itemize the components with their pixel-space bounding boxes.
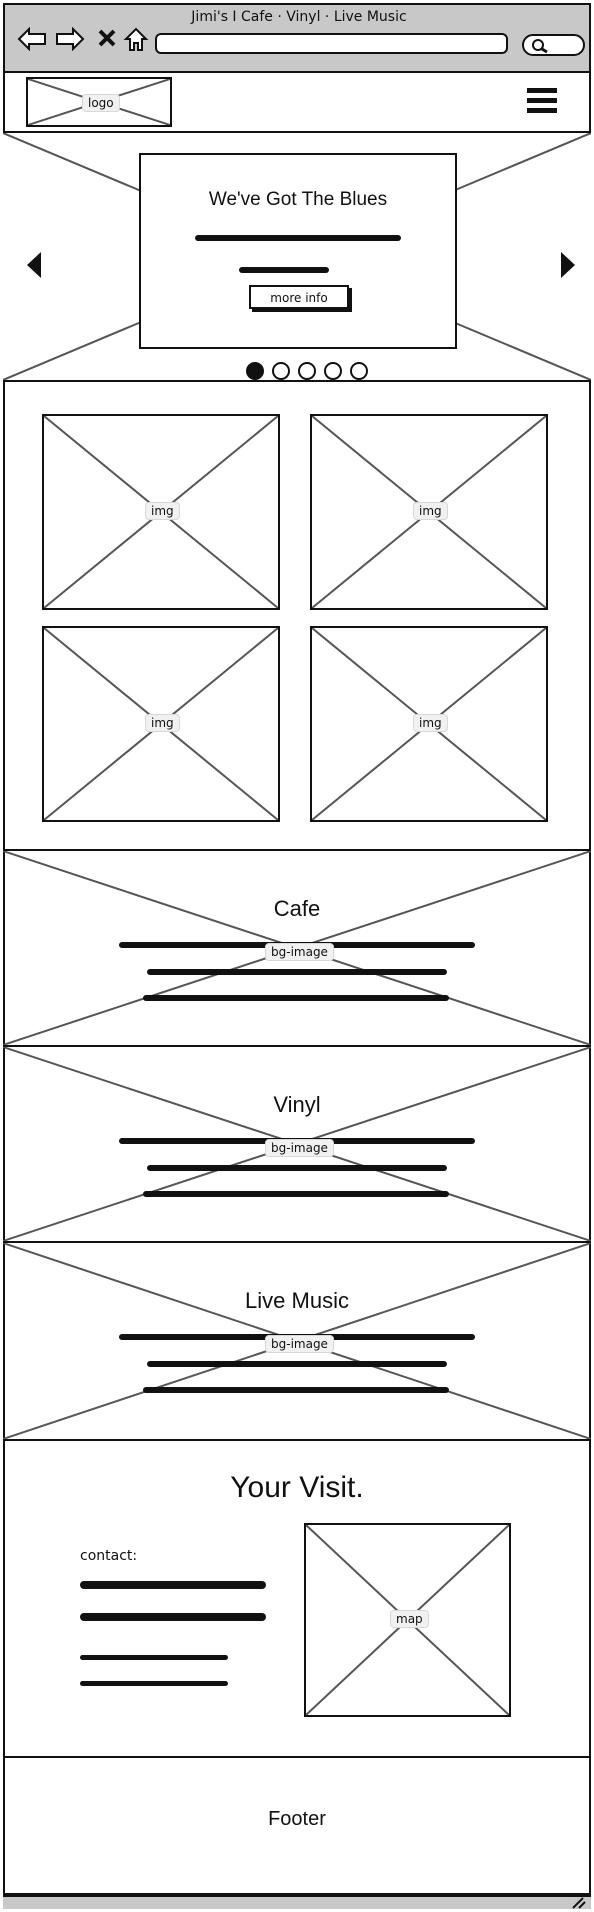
text-placeholder xyxy=(80,1613,266,1621)
carousel-dot[interactable] xyxy=(246,362,264,380)
footer-label: Footer xyxy=(268,1808,326,1830)
bg-image-label: bg-image xyxy=(265,943,334,961)
image-label: img xyxy=(413,502,448,520)
text-placeholder xyxy=(143,1387,449,1393)
text-placeholder xyxy=(195,235,401,241)
text-placeholder xyxy=(147,969,447,975)
text-placeholder xyxy=(143,995,449,1001)
section-title: Vinyl xyxy=(273,1092,321,1117)
carousel-dot[interactable] xyxy=(324,362,342,380)
map-label: map xyxy=(390,1610,429,1628)
address-bar[interactable] xyxy=(155,33,508,54)
close-icon[interactable] xyxy=(97,28,117,52)
home-icon[interactable] xyxy=(123,27,149,57)
carousel-heading: We've Got The Blues xyxy=(208,189,388,210)
section-title: Live Music xyxy=(245,1288,349,1313)
visit-title: Your Visit. xyxy=(230,1471,364,1504)
text-placeholder xyxy=(147,1361,447,1367)
carousel-dot[interactable] xyxy=(298,362,316,380)
page-frame xyxy=(3,73,591,1895)
browser-toolbar: Jimi's I Cafe · Vinyl · Live Music xyxy=(3,3,591,73)
visit-section: Your Visit. contact: map xyxy=(3,1441,591,1758)
section-live-music: Live Music bg-image xyxy=(3,1243,591,1441)
carousel-dot[interactable] xyxy=(272,362,290,380)
contact-label: contact: xyxy=(80,1548,138,1564)
window-title: Jimi's I Cafe · Vinyl · Live Music xyxy=(191,9,407,25)
logo-label: logo xyxy=(82,94,120,112)
browser-search[interactable] xyxy=(522,34,585,56)
more-info-button[interactable]: more info xyxy=(249,285,349,309)
status-bar xyxy=(3,1895,591,1909)
text-placeholder xyxy=(239,267,329,273)
footer: Footer xyxy=(3,1758,591,1895)
image-label: img xyxy=(413,714,448,732)
logo[interactable]: logo xyxy=(26,77,172,127)
resize-handle-icon[interactable] xyxy=(571,1897,587,1909)
forward-icon[interactable] xyxy=(55,26,85,55)
hero-carousel: We've Got The Blues more info xyxy=(3,133,591,382)
section-title: Cafe xyxy=(273,896,321,921)
bg-image-label: bg-image xyxy=(265,1139,334,1157)
image-label: img xyxy=(145,502,180,520)
image-label: img xyxy=(145,714,180,732)
text-placeholder xyxy=(80,1681,228,1686)
gallery-image[interactable]: img xyxy=(42,414,280,610)
search-icon xyxy=(532,39,548,54)
bg-image-label: bg-image xyxy=(265,1335,334,1353)
gallery-image[interactable]: img xyxy=(42,626,280,822)
text-placeholder xyxy=(147,1165,447,1171)
section-vinyl: Vinyl bg-image xyxy=(3,1047,591,1243)
gallery-grid: img img img img xyxy=(3,382,591,851)
carousel-dots xyxy=(246,362,368,380)
section-cafe: Cafe bg-image xyxy=(3,851,591,1047)
gallery-image[interactable]: img xyxy=(310,414,548,610)
carousel-card: We've Got The Blues more info xyxy=(139,153,457,349)
map[interactable]: map xyxy=(304,1523,511,1717)
site-header: logo xyxy=(3,73,591,133)
text-placeholder xyxy=(80,1655,228,1660)
back-icon[interactable] xyxy=(17,26,47,55)
text-placeholder xyxy=(143,1191,449,1197)
hamburger-icon[interactable] xyxy=(527,87,557,119)
gallery-image[interactable]: img xyxy=(310,626,548,822)
text-placeholder xyxy=(80,1581,266,1589)
carousel-dot[interactable] xyxy=(350,362,368,380)
